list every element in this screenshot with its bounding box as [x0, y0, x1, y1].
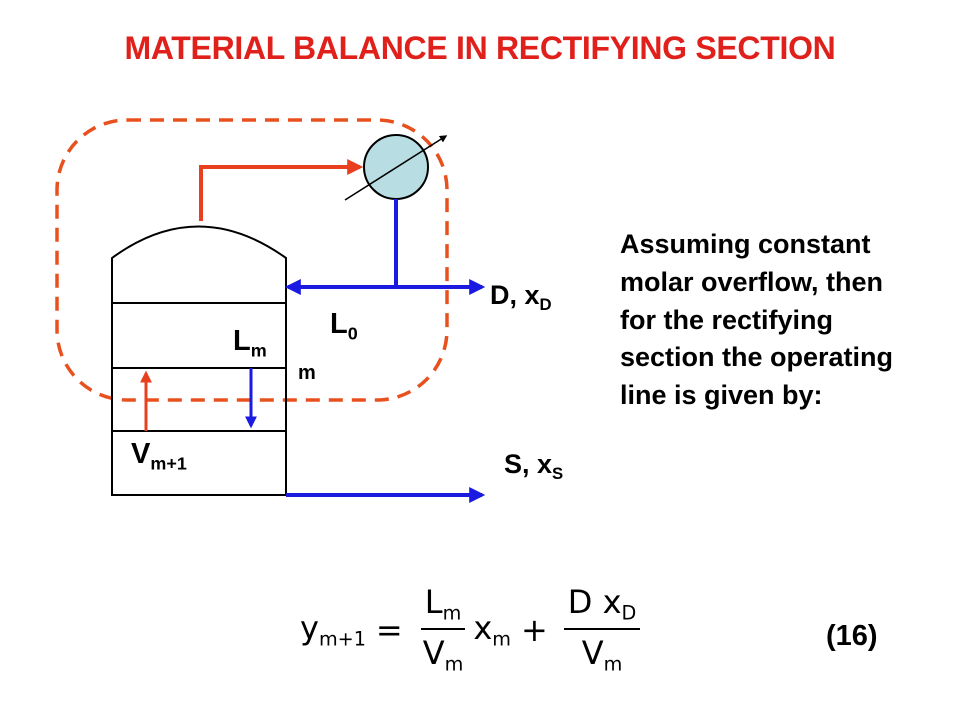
eq-fraction-1-denominator: Vm: [422, 634, 464, 676]
column-shell: [111, 225, 287, 496]
liquid-m-label: Lm: [233, 325, 267, 361]
eq-lhs: ym+1: [300, 609, 366, 651]
coolant-arrow: [344, 135, 448, 201]
distillate-label: D, xD: [490, 280, 552, 314]
sidestream-label: S, xS: [504, 449, 564, 483]
eq-fraction-1: Lm Vm: [419, 584, 468, 676]
eq-x-term: xm: [473, 609, 511, 651]
eq-equals: =: [375, 611, 403, 649]
description-line: Assuming constant: [620, 229, 871, 259]
description-line: section the operating: [620, 342, 894, 373]
operating-line-equation: ym+1 = Lm Vm xm + D xD Vm: [300, 580, 646, 680]
control-volume-boundary: [55, 118, 449, 402]
description-line: for the rectifying: [620, 304, 834, 335]
reflux-label: L0: [330, 308, 358, 344]
eq-fraction-1-numerator: Lm: [420, 584, 466, 630]
slide-title: MATERIAL BALANCE IN RECTIFYING SECTION: [124, 30, 836, 66]
description-text: Assuming constant molar overflow, then f…: [620, 226, 955, 415]
description-line: line is given by:: [620, 380, 823, 411]
vapor-label: Vm+1: [131, 438, 187, 474]
overhead-vapor-line: [199, 159, 364, 221]
eq-fraction-2-numerator: D xD: [563, 584, 641, 630]
eq-fraction-2: D xD Vm: [563, 584, 641, 676]
equation-number: (16): [826, 620, 878, 652]
eq-plus: +: [520, 611, 548, 649]
stage-label: m: [298, 362, 316, 384]
description-line: molar overflow, then: [620, 266, 884, 297]
eq-fraction-2-denominator: Vm: [581, 634, 623, 676]
